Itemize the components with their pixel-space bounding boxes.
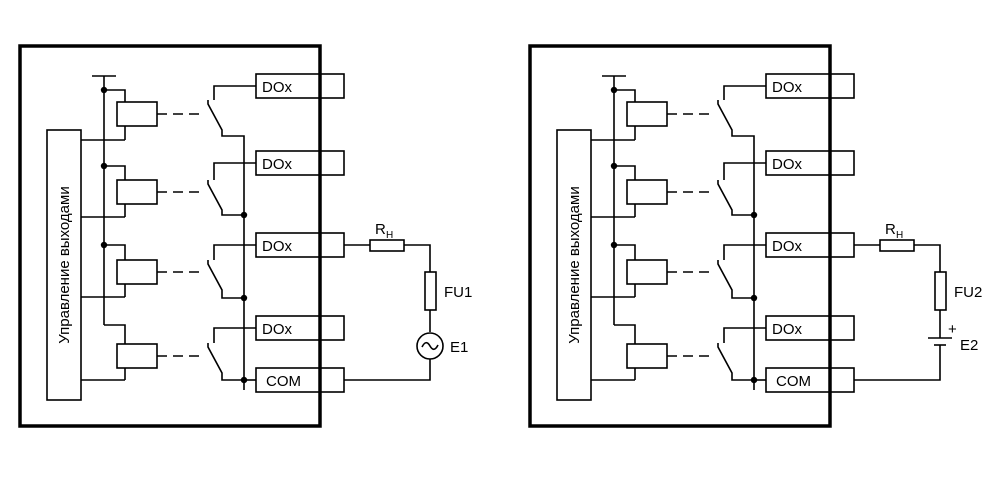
relay-channel-1 xyxy=(614,85,766,390)
terminal-label: DOx xyxy=(772,238,803,255)
terminal-do-4: DOx xyxy=(765,315,855,341)
load-resistor xyxy=(879,239,915,252)
relay-channel-4 xyxy=(104,324,256,381)
terminal-label: DOx xyxy=(772,156,803,173)
source-label: E2 xyxy=(960,337,978,354)
terminal-do-3: DOx xyxy=(765,232,855,258)
panel-right: Управление выходами xyxy=(528,44,982,428)
load-resistor xyxy=(369,239,405,252)
relay-channel-3 xyxy=(614,244,766,299)
relay-coil xyxy=(626,343,668,369)
terminal-label: COM xyxy=(776,373,811,390)
terminal-label: DOx xyxy=(262,156,293,173)
terminal-label: DOx xyxy=(772,321,803,338)
relay-coil xyxy=(626,101,668,127)
terminal-label: COM xyxy=(266,373,301,390)
terminal-label: DOx xyxy=(772,79,803,96)
relay-channel-2 xyxy=(104,162,256,217)
output-control-block xyxy=(46,129,82,401)
resistor-label: R xyxy=(375,221,386,238)
terminal-do-1: DOx xyxy=(765,73,855,99)
panel-left: Управление выходами xyxy=(18,44,472,428)
resistor-subscript: Н xyxy=(896,230,903,241)
output-control-block xyxy=(556,129,592,401)
common-node xyxy=(240,211,248,219)
terminal-do-4: DOx xyxy=(255,315,345,341)
relay-coil xyxy=(116,343,158,369)
output-control-label: Управление выходами xyxy=(566,186,583,343)
relay-channel-3 xyxy=(104,244,256,299)
terminal-do-1: DOx xyxy=(255,73,345,99)
relay-coil xyxy=(626,259,668,285)
terminal-do-2: DOx xyxy=(765,150,855,176)
terminal-com: COM xyxy=(765,367,855,393)
relay-coil xyxy=(116,179,158,205)
terminal-label: DOx xyxy=(262,238,293,255)
terminal-com: COM xyxy=(255,367,345,393)
fuse-label: FU1 xyxy=(444,284,472,301)
fuse-label: FU2 xyxy=(954,284,982,301)
relay-coil xyxy=(116,101,158,127)
resistor-label: R xyxy=(885,221,896,238)
load-circuit: R Н FU1 E1 xyxy=(344,221,472,381)
polarity-plus: + xyxy=(948,321,957,338)
relay-coil xyxy=(116,259,158,285)
relay-channel-1 xyxy=(104,85,256,390)
terminal-do-2: DOx xyxy=(255,150,345,176)
resistor-subscript: Н xyxy=(386,230,393,241)
output-control-label: Управление выходами xyxy=(56,186,73,343)
common-node xyxy=(240,294,248,302)
terminal-do-3: DOx xyxy=(255,232,345,258)
terminal-label: DOx xyxy=(262,321,293,338)
source-label: E1 xyxy=(450,339,468,356)
load-circuit: R Н FU2 + E2 xyxy=(854,221,982,381)
relay-channel-2 xyxy=(614,162,766,217)
ac-wave-icon xyxy=(421,341,439,351)
fuse xyxy=(424,271,437,311)
terminal-label: DOx xyxy=(262,79,293,96)
relay-coil xyxy=(626,179,668,205)
common-node xyxy=(750,294,758,302)
relay-channel-4 xyxy=(614,324,766,381)
common-node xyxy=(750,211,758,219)
fuse xyxy=(934,271,947,311)
